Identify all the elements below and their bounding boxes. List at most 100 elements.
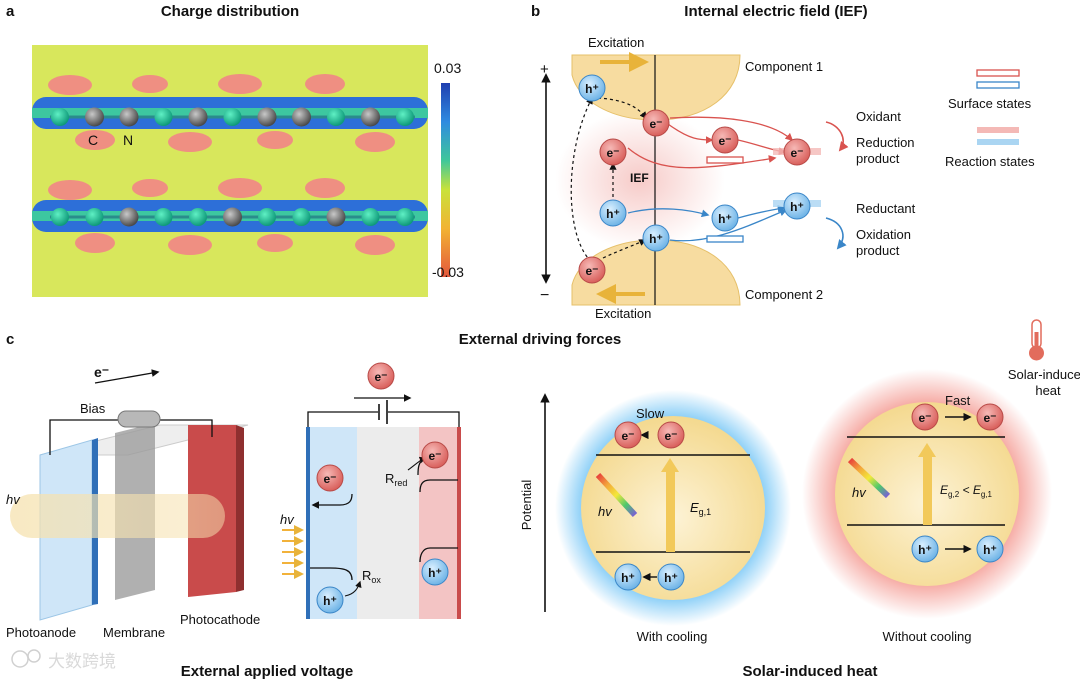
hv-label-hot: hv	[852, 485, 867, 500]
electron-b-1: e⁻	[642, 109, 670, 137]
svg-text:e⁻: e⁻	[323, 472, 336, 486]
electron-b-5: e⁻	[578, 256, 606, 284]
bottom-nitrogen-atom	[258, 208, 276, 226]
electron-cool-2: e⁻	[657, 421, 685, 449]
panel-a-title: Charge distribution	[161, 3, 299, 20]
eg2-arrow-shaft	[923, 455, 932, 525]
dashed-transfer-1	[597, 97, 647, 120]
pec-cell-2d	[282, 394, 461, 619]
electron-c-anode: e⁻	[316, 464, 344, 492]
ief-label: IEF	[630, 171, 649, 185]
bottom-carbon-atom	[223, 207, 242, 227]
with-cooling-label: With cooling	[637, 629, 708, 644]
potential-label: Potential	[519, 480, 534, 531]
top-carbon-atom	[361, 107, 380, 127]
top-carbon-atom	[292, 107, 311, 127]
legend-surface-label: Surface states	[948, 96, 1032, 111]
dashed-transfer-2	[570, 96, 593, 259]
top-nitrogen-atom	[396, 108, 414, 126]
svg-text:h⁺: h⁺	[621, 571, 635, 585]
excitation-bottom-label: Excitation	[595, 306, 651, 321]
electron-b-3: e⁻	[783, 138, 811, 166]
bias-wire-right	[158, 419, 213, 437]
solar-heat-label-2: heat	[1035, 383, 1061, 398]
dashed-transfer-4	[602, 239, 647, 259]
hole-hot-1: h⁺	[911, 535, 939, 563]
axis-minus-sign: −	[540, 287, 549, 304]
ief-glow	[555, 110, 725, 250]
without-cooling-label: Without cooling	[883, 629, 972, 644]
circuit-wire-right	[388, 411, 460, 427]
fast-label: Fast	[945, 393, 971, 408]
electrolyte-region	[357, 427, 419, 619]
blue-flow-2	[669, 208, 788, 242]
hv-label-cool: hv	[598, 504, 613, 519]
electron-b-2: e⁻	[711, 126, 739, 154]
bottom-nitrogen-atom	[85, 208, 104, 226]
watermark-text: 大数跨境	[48, 652, 116, 671]
thermometer-icon	[1029, 319, 1044, 361]
legend-surface-red	[976, 69, 1020, 77]
watermark-logo-icon	[11, 650, 29, 668]
left-caption: External applied voltage	[181, 663, 354, 680]
electron-cool-1: e⁻	[614, 421, 642, 449]
electron-flow-arrow-3d	[94, 369, 160, 384]
electron-hot-2: e⁻	[976, 403, 1004, 431]
blue-flow-1	[627, 208, 710, 218]
anode-conduction-band	[311, 493, 353, 509]
r-ox-label: Rox	[362, 568, 381, 585]
top-carbon-atom	[85, 107, 104, 127]
panel-a: a Charge distribution	[6, 3, 464, 297]
electron-label-3d: e⁻	[94, 364, 109, 380]
top-nitrogen-atom	[51, 108, 69, 126]
svg-text:h⁺: h⁺	[790, 200, 804, 214]
oxidation-label-1: Oxidation	[856, 227, 911, 242]
bias-label: Bias	[80, 401, 106, 416]
panel-c-letter: c	[6, 331, 14, 348]
legend-reaction-blue	[977, 139, 1019, 145]
component-2-label: Component 2	[745, 287, 823, 302]
reduction-label-1: Reduction	[856, 135, 915, 150]
svg-text:h⁺: h⁺	[585, 82, 599, 96]
anode-electrode	[306, 427, 310, 619]
svg-text:e⁻: e⁻	[606, 146, 619, 160]
svg-text:e⁻: e⁻	[374, 370, 387, 384]
hole-b-2: h⁺	[599, 199, 627, 227]
svg-text:e⁻: e⁻	[918, 411, 931, 425]
top-nitrogen-atom	[154, 108, 173, 126]
panel-c: c External driving forces External appli…	[6, 319, 1080, 680]
cathode-valence-band	[419, 547, 458, 563]
circuit-wire-left	[307, 411, 378, 427]
panel-c-title: External driving forces	[459, 331, 622, 348]
svg-text:h⁺: h⁺	[323, 594, 337, 608]
cathode-electrode	[457, 427, 461, 619]
color-scale-min: -0.03	[432, 264, 464, 280]
red-flow-1	[667, 123, 714, 144]
anode-valence-band	[310, 567, 353, 581]
light-beam	[10, 494, 225, 538]
solar-heat-label-1: Solar-induced	[1008, 367, 1080, 382]
legend-surface-blue	[976, 81, 1020, 89]
color-scale-max: 0.03	[434, 60, 461, 76]
svg-text:h⁺: h⁺	[918, 543, 932, 557]
svg-text:h⁺: h⁺	[606, 207, 620, 221]
photocathode-label: Photocathode	[180, 612, 260, 627]
bottom-nitrogen-atom	[396, 208, 414, 226]
axis-plus-sign: +	[540, 61, 549, 78]
bottom-nitrogen-atom	[292, 208, 311, 226]
svg-text:e⁻: e⁻	[585, 264, 598, 278]
hole-cool-1: h⁺	[614, 563, 642, 591]
light-ray-hot	[847, 457, 891, 499]
reduction-arc	[825, 121, 849, 152]
cathode-band-top	[419, 479, 458, 493]
hv-label-3d: hv	[6, 492, 21, 507]
bottom-nitrogen-atom	[154, 208, 173, 226]
eg2-label: Eg,2 < Eg,1	[940, 483, 993, 499]
panel-b-letter: b	[531, 3, 540, 20]
red-flow-3	[627, 147, 777, 169]
panel-b: b Internal electric field (IEF) + − Exci…	[531, 3, 1035, 321]
light-ray-cool	[595, 472, 638, 518]
hole-b-1: h⁺	[578, 74, 606, 102]
svg-text:h⁺: h⁺	[649, 232, 663, 246]
